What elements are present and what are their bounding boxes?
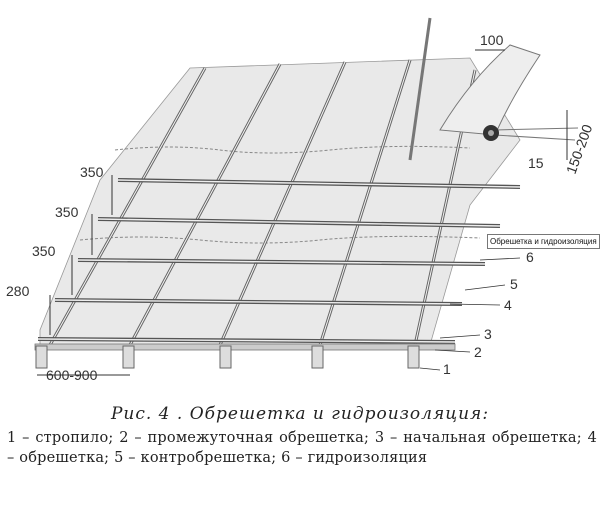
dimension-label: 15 bbox=[528, 155, 544, 171]
dimension-label: 600-900 bbox=[46, 367, 98, 383]
dimension-label: 100 bbox=[480, 32, 504, 48]
membrane-roll bbox=[439, 44, 579, 141]
callout-number: 2 bbox=[474, 344, 482, 360]
figure-legend: 1 – стропило; 2 – промежуточная обрешетк… bbox=[7, 430, 597, 466]
figure-caption: Рис. 4 . Обрешетка и гидроизоляция: bbox=[110, 404, 490, 424]
callout-number: 1 bbox=[443, 361, 451, 377]
dimension-label: 150-200 bbox=[563, 122, 596, 176]
starting-batten bbox=[34, 343, 456, 351]
dimension-label: 350 bbox=[55, 204, 79, 220]
rafter-ends bbox=[35, 345, 420, 369]
callout-number: 4 bbox=[504, 297, 512, 313]
roof-diagram: 100 150-200 15 350 350 350 280 600-900 1… bbox=[6, 17, 596, 383]
callout-number: 3 bbox=[484, 326, 492, 342]
dimension-label: 350 bbox=[80, 164, 104, 180]
callout-number: 5 bbox=[510, 276, 518, 292]
tool-pole bbox=[408, 17, 432, 161]
callout-number: 6 bbox=[526, 249, 534, 265]
dimension-label: 350 bbox=[32, 243, 56, 259]
membrane-overlap-line bbox=[79, 235, 481, 244]
dimension-label: 280 bbox=[6, 283, 30, 299]
membrane-overlap-line bbox=[114, 145, 471, 154]
tooltip: Обрешетка и гидроизоляция bbox=[487, 234, 600, 249]
